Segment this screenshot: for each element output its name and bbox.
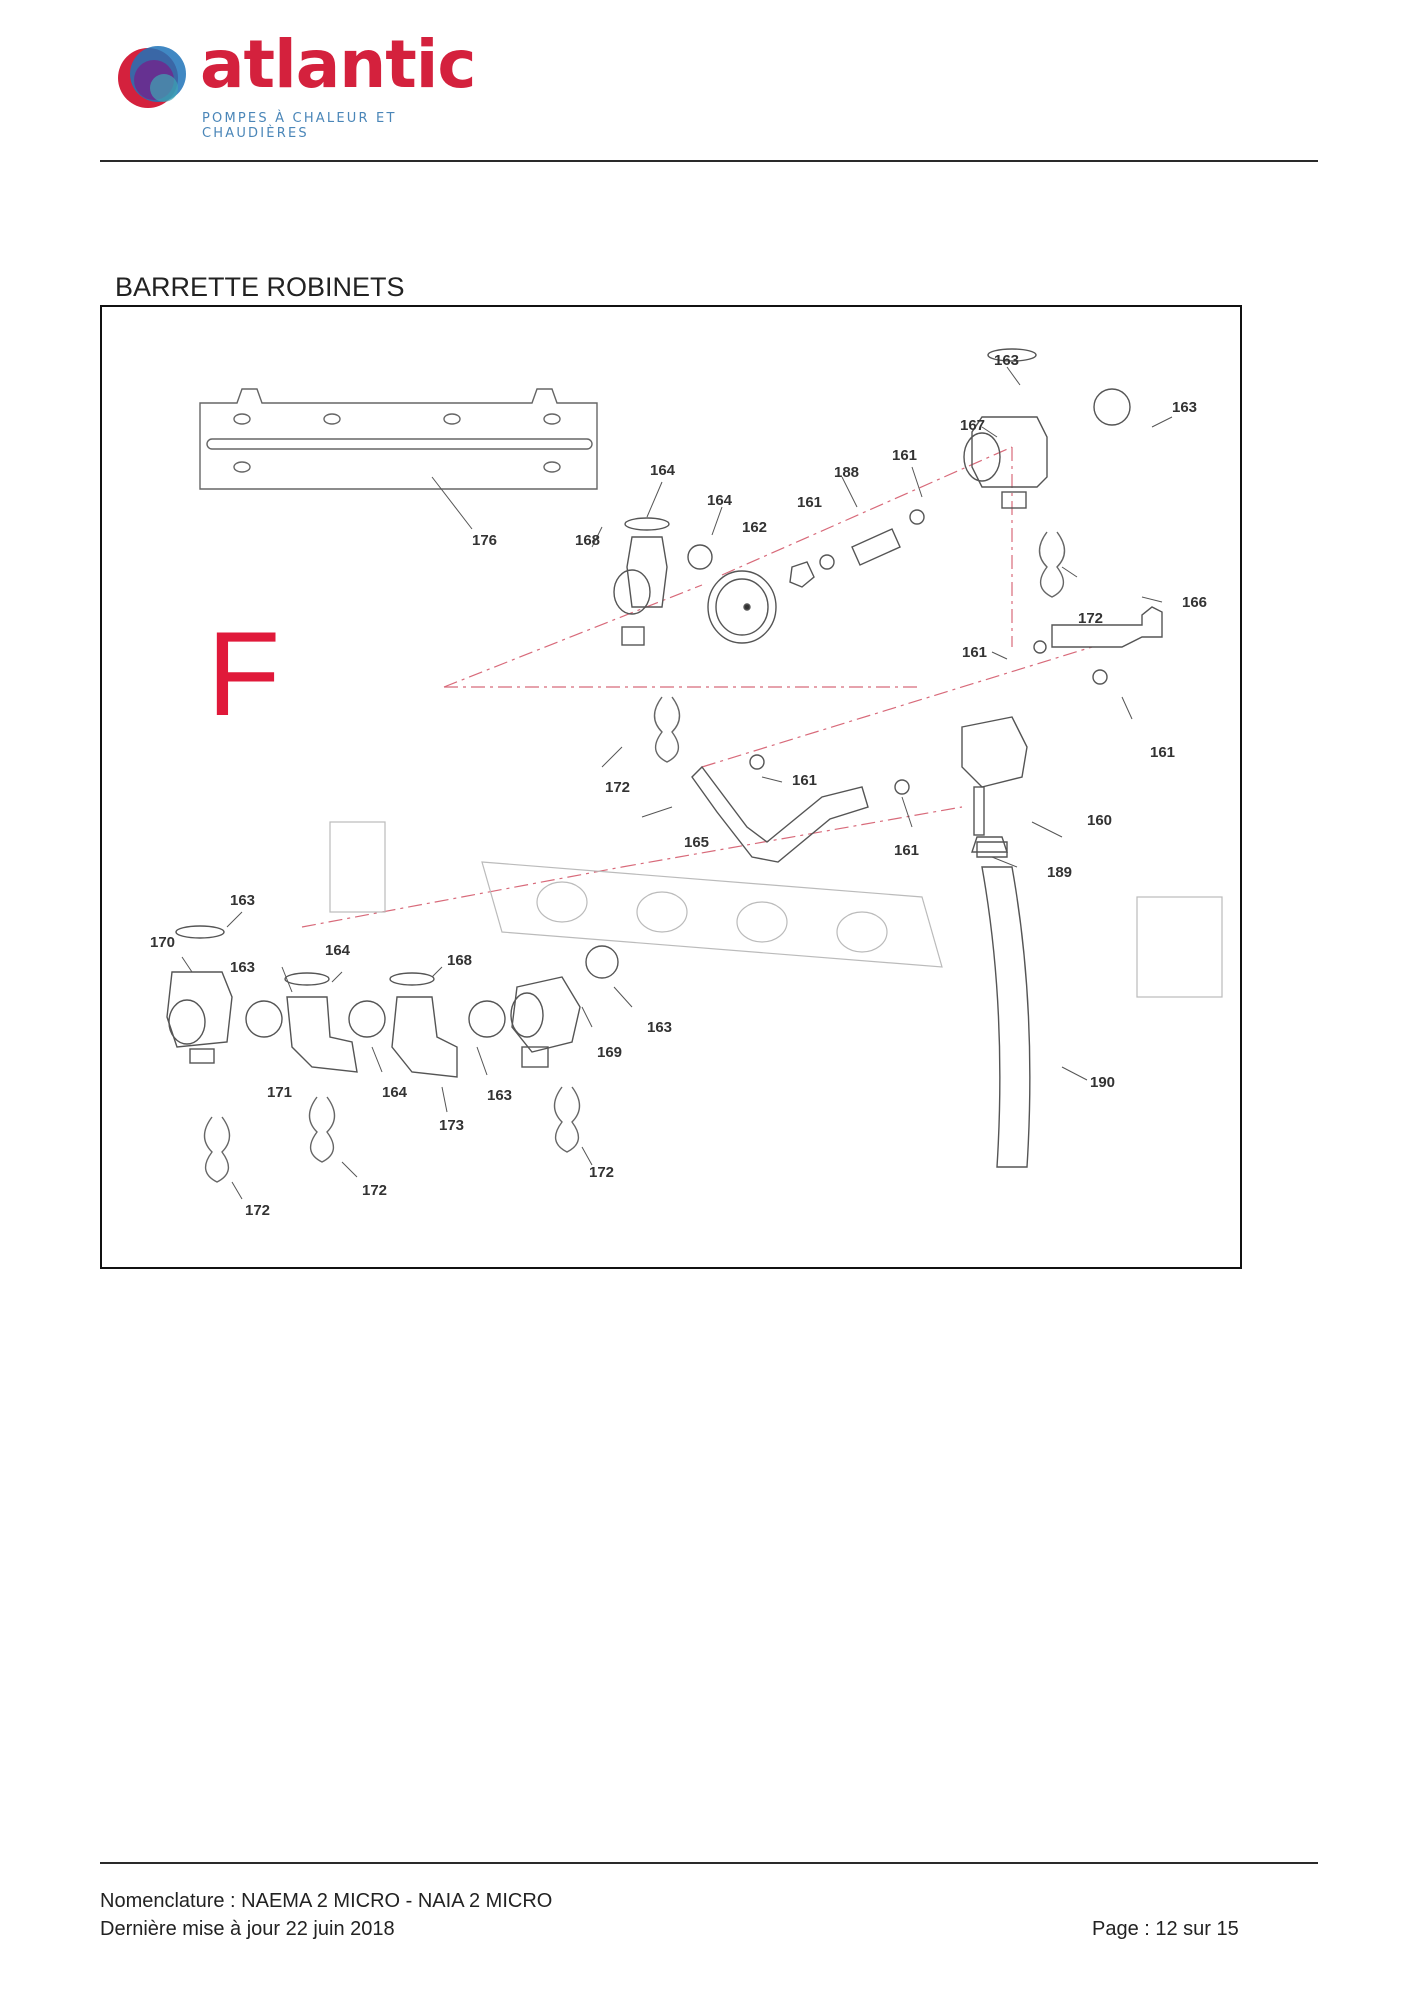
logo-mark-icon [118, 46, 186, 108]
callout-162: 162 [742, 519, 767, 536]
callout-161-mid-c: 161 [792, 772, 817, 789]
callout-161-mid-b: 161 [1150, 744, 1175, 761]
callout-164-lower-a: 164 [325, 942, 351, 959]
pressure-gauge [687, 544, 777, 644]
callout-165: 165 [684, 834, 709, 851]
spring-clips [203, 531, 1066, 1183]
callout-168-upper: 168 [575, 532, 600, 549]
callout-163-lower-d: 163 [487, 1087, 512, 1104]
callout-164-upper-b: 164 [707, 492, 733, 509]
callout-173: 173 [439, 1117, 464, 1134]
logo-wordmark: atlantic [200, 26, 477, 103]
section-title: BARRETTE ROBINETS [115, 272, 405, 302]
footer-nomenclature: Nomenclature : NAEMA 2 MICRO - NAIA 2 MI… [100, 1890, 553, 1912]
callout-164-lower-b: 164 [382, 1084, 408, 1101]
callout-163-right: 163 [1172, 399, 1197, 416]
footer-page-number: Page : 12 sur 15 [1092, 1918, 1239, 1940]
callout-188: 188 [834, 464, 859, 481]
leader-lines [181, 366, 1173, 1200]
callout-171: 171 [267, 1084, 292, 1101]
pipe-166 [1033, 606, 1163, 685]
callout-172-lower-b: 172 [362, 1182, 387, 1199]
callout-160: 160 [1087, 812, 1112, 829]
callout-170: 170 [150, 934, 175, 951]
fittings-upper [789, 509, 925, 588]
top-right-valve [963, 348, 1131, 509]
callout-169: 169 [597, 1044, 622, 1061]
callout-161-mid-d: 161 [894, 842, 919, 859]
upper-valve [613, 517, 670, 646]
elbow-173 [389, 972, 506, 1078]
callout-167: 167 [960, 417, 985, 434]
callout-189: 189 [1047, 864, 1072, 881]
callout-163-top: 163 [994, 352, 1019, 369]
callout-172-mid: 172 [605, 779, 630, 796]
callout-163-lower-c: 163 [647, 1019, 672, 1036]
callout-172-upper: 172 [1078, 610, 1103, 627]
callout-161-mid-a: 161 [962, 644, 987, 661]
header-divider [100, 160, 1318, 162]
atlantic-logo: atlantic POMPES À CHALEUR ET CHAUDIÈRES [112, 32, 492, 141]
drain-hose [976, 841, 1031, 1168]
callout-164-upper-a: 164 [650, 462, 676, 479]
callout-176: 176 [472, 532, 497, 549]
pipe-165 [691, 754, 910, 863]
callout-168-lower: 168 [447, 952, 472, 969]
callout-166: 166 [1182, 594, 1207, 611]
lower-left-valve [166, 925, 283, 1064]
callout-190: 190 [1090, 1074, 1115, 1091]
callout-163-lower-b: 163 [230, 959, 255, 976]
exploded-diagram-drawing: F [150, 348, 1223, 1219]
valve-160 [961, 716, 1028, 853]
assembly-axis-lines [301, 446, 1093, 928]
callout-163-lower-a: 163 [230, 892, 255, 909]
callout-161-upper-b: 161 [892, 447, 917, 464]
logo-tagline: POMPES À CHALEUR ET CHAUDIÈRES [202, 111, 397, 141]
mounting-plate [199, 388, 598, 490]
callout-172-lower-a: 172 [589, 1164, 614, 1181]
callout-172-lower-c: 172 [245, 1202, 270, 1219]
callout-161-upper-a: 161 [797, 494, 822, 511]
valve-169 [510, 945, 619, 1068]
callout-labels: 176 168 164 164 162 161 188 161 163 167 … [150, 352, 1207, 1219]
footer-divider [100, 1862, 1318, 1864]
exploded-diagram: F [100, 305, 1242, 1269]
elbow-171 [284, 972, 386, 1073]
footer-update-date: Dernière mise à jour 22 juin 2018 [100, 1918, 395, 1940]
background-bar [329, 821, 1223, 998]
figure-letter: F [207, 607, 280, 741]
